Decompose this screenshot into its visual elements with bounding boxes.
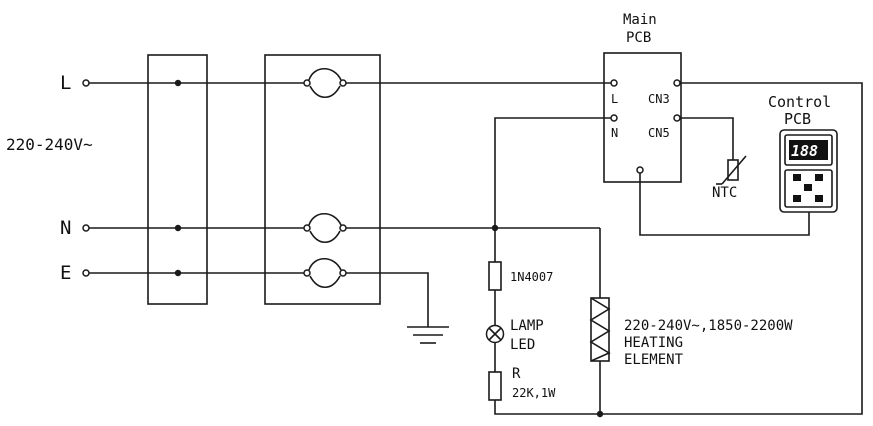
diode-icon	[488, 261, 502, 291]
junction-dot	[174, 269, 182, 277]
terminal-n	[82, 224, 90, 232]
lamp-label-1: LAMP	[510, 318, 544, 334]
terminal-e-label: E	[60, 262, 71, 284]
wire-cn3-return	[600, 82, 863, 415]
ntc-label: NTC	[712, 185, 737, 201]
wire-cn5-ntc	[680, 117, 734, 160]
ntc-thermistor-icon	[716, 155, 747, 185]
switch-contact-l	[303, 67, 347, 99]
terminal-n-label: N	[60, 217, 71, 239]
main-pcb-pin-n-label: N	[611, 126, 618, 140]
terminal-e	[82, 269, 90, 277]
main-pcb-pin-cn3	[673, 79, 681, 87]
heater-label-2: HEATING	[624, 335, 683, 351]
main-pcb-pin-l-label: L	[611, 92, 618, 106]
main-pcb-cn5-label: CN5	[648, 126, 670, 140]
control-pcb-title-1: Control	[768, 93, 831, 111]
terminal-l	[82, 79, 90, 87]
control-pcb-display: 188	[791, 142, 818, 160]
heating-element-icon	[589, 297, 611, 362]
lamp-icon	[485, 324, 505, 344]
heater-label-3: ELEMENT	[624, 352, 684, 368]
terminal-l-label: L	[60, 72, 71, 94]
main-pcb-title-2: PCB	[626, 30, 651, 46]
wire-pcb-n	[494, 117, 611, 228]
resistor-label-1: R	[512, 366, 521, 382]
lamp-label-2: LED	[510, 337, 535, 353]
switch-block	[264, 54, 381, 305]
control-pcb-keypad	[784, 169, 833, 208]
main-pcb-pin-l	[610, 79, 618, 87]
switch-contact-e	[303, 257, 347, 289]
resistor-label-2: 22K,1W	[512, 386, 556, 400]
main-pcb-title-1: Main	[623, 12, 657, 28]
control-pcb-title-2: PCB	[784, 110, 811, 128]
main-pcb-pin-cn5	[673, 114, 681, 122]
junction-dot	[174, 224, 182, 232]
diode-label: 1N4007	[510, 270, 553, 284]
switch-contact-n	[303, 212, 347, 244]
wire-pcb-control	[639, 173, 810, 236]
resistor-icon	[488, 371, 502, 401]
main-pcb-pin-n	[610, 114, 618, 122]
supply-voltage-label: 220-240V~	[6, 135, 93, 154]
wire-e-out	[343, 272, 429, 327]
heater-rating-label: 220-240V~,1850-2200W	[624, 318, 793, 334]
main-pcb-cn3-label: CN3	[648, 92, 670, 106]
junction-dot	[174, 79, 182, 87]
junction-dot	[596, 410, 604, 418]
control-pcb-panel	[779, 129, 838, 213]
main-pcb-pin-control	[636, 166, 644, 174]
wire-lamp-branch-4	[494, 400, 600, 415]
terminal-block	[147, 54, 208, 305]
ground-icon	[407, 326, 449, 344]
